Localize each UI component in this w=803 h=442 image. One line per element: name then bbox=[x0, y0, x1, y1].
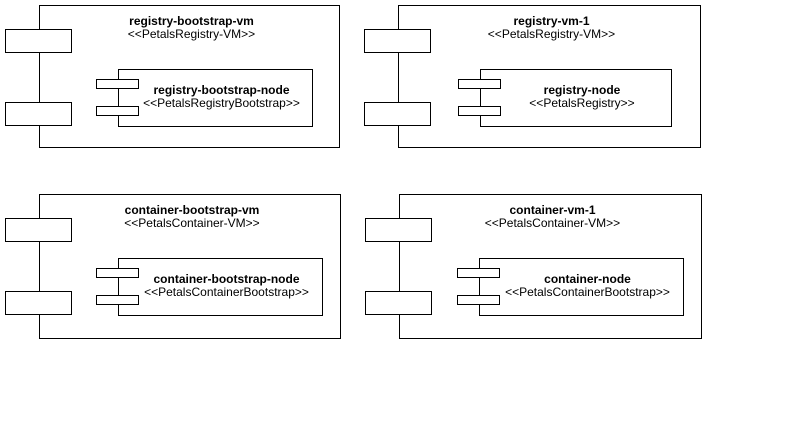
component-registry-bootstrap-vm: registry-bootstrap-vm <<PetalsRegistry-V… bbox=[5, 5, 340, 148]
component-connector-tab-icon bbox=[458, 79, 501, 89]
component-name: registry-vm-1 bbox=[513, 14, 590, 28]
component-container-node: container-node <<PetalsContainerBootstra… bbox=[457, 258, 684, 316]
component-stereotype: <<PetalsRegistryBootstrap>> bbox=[143, 96, 300, 110]
component-connector-tab-icon bbox=[458, 106, 501, 116]
component-stereotype: <<PetalsContainerBootstrap>> bbox=[505, 285, 670, 299]
component-labels: container-node <<PetalsContainerBootstra… bbox=[480, 259, 683, 299]
component-connector-tab-icon bbox=[457, 268, 500, 278]
component-connector-tab-icon bbox=[457, 295, 500, 305]
component-connector-tab-icon bbox=[365, 218, 432, 242]
component-stereotype: <<PetalsContainerBootstrap>> bbox=[144, 285, 309, 299]
component-registry-bootstrap-node: registry-bootstrap-node <<PetalsRegistry… bbox=[96, 69, 313, 127]
component-stereotype: <<PetalsRegistry-VM>> bbox=[127, 27, 256, 41]
component-name: container-bootstrap-vm bbox=[124, 203, 260, 217]
component-connector-tab-icon bbox=[96, 268, 139, 278]
component-stereotype: <<PetalsContainer-VM>> bbox=[484, 216, 621, 230]
component-stereotype: <<PetalsRegistry-VM>> bbox=[487, 27, 616, 41]
component-connector-tab-icon bbox=[5, 218, 72, 242]
component-name: registry-node bbox=[543, 83, 621, 97]
component-stereotype: <<PetalsContainer-VM>> bbox=[124, 216, 260, 230]
component-labels: registry-bootstrap-node <<PetalsRegistry… bbox=[119, 70, 312, 110]
component-registry-vm-1: registry-vm-1 <<PetalsRegistry-VM>> regi… bbox=[364, 5, 701, 148]
component-container-bootstrap-node: container-bootstrap-node <<PetalsContain… bbox=[96, 258, 323, 316]
component-connector-tab-icon bbox=[96, 79, 139, 89]
component-registry-node: registry-node <<PetalsRegistry>> bbox=[458, 69, 672, 127]
component-name: registry-bootstrap-node bbox=[153, 83, 290, 97]
component-labels: container-bootstrap-node <<PetalsContain… bbox=[119, 259, 322, 299]
component-connector-tab-icon bbox=[365, 291, 432, 315]
component-labels: registry-bootstrap-vm <<PetalsRegistry-V… bbox=[40, 6, 339, 41]
component-name: registry-bootstrap-vm bbox=[129, 14, 254, 28]
component-connector-tab-icon bbox=[5, 291, 72, 315]
component-connector-tab-icon bbox=[364, 29, 431, 53]
component-name: container-bootstrap-node bbox=[153, 272, 300, 286]
component-connector-tab-icon bbox=[5, 102, 72, 126]
component-name: container-node bbox=[544, 272, 631, 286]
component-labels: container-bootstrap-vm <<PetalsContainer… bbox=[40, 195, 340, 230]
component-container-vm-1: container-vm-1 <<PetalsContainer-VM>> co… bbox=[365, 194, 702, 339]
component-labels: registry-node <<PetalsRegistry>> bbox=[481, 70, 671, 110]
component-connector-tab-icon bbox=[96, 295, 139, 305]
component-connector-tab-icon bbox=[364, 102, 431, 126]
component-name: container-vm-1 bbox=[509, 203, 596, 217]
component-connector-tab-icon bbox=[5, 29, 72, 53]
component-container-bootstrap-vm: container-bootstrap-vm <<PetalsContainer… bbox=[5, 194, 341, 339]
component-labels: container-vm-1 <<PetalsContainer-VM>> bbox=[400, 195, 701, 230]
component-connector-tab-icon bbox=[96, 106, 139, 116]
component-stereotype: <<PetalsRegistry>> bbox=[529, 96, 635, 110]
component-labels: registry-vm-1 <<PetalsRegistry-VM>> bbox=[399, 6, 700, 41]
